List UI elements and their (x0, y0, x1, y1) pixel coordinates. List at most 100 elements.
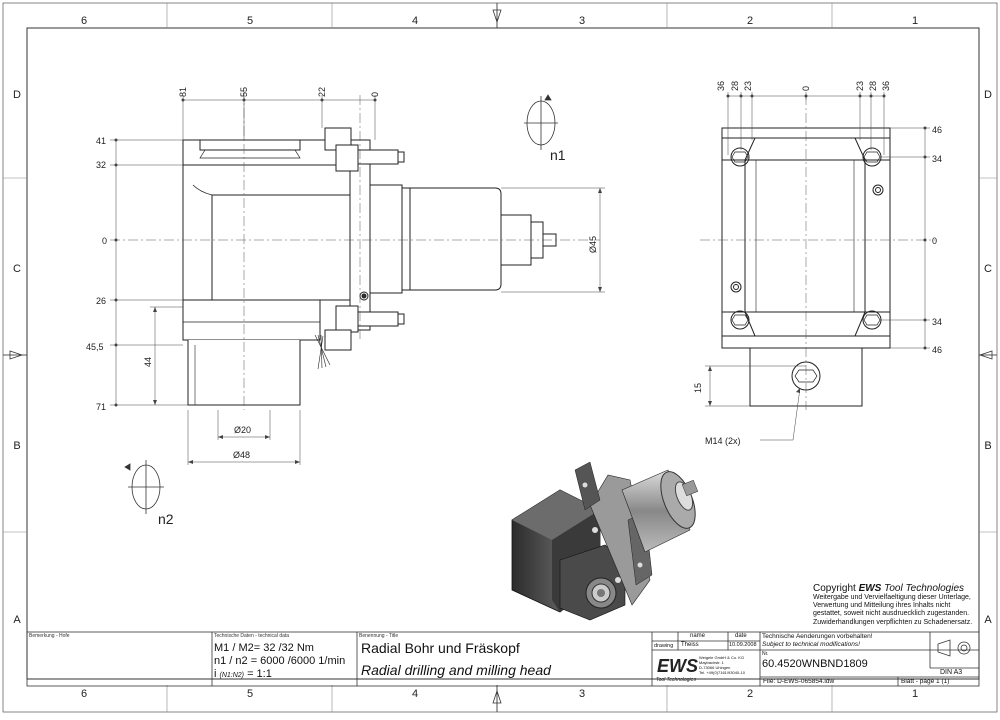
projection-symbol (937, 639, 971, 657)
company-line-3: D-73066 Uhingen (699, 665, 731, 670)
dim-side-top-22: 22 (317, 87, 327, 97)
dim-side-dia-48: Ø48 (233, 450, 250, 460)
copyright-brand: EWS (858, 583, 882, 594)
title-german: Radial Bohr und Fräskopf (361, 640, 520, 656)
tech-data-label: Technische Daten - technical data (214, 633, 290, 639)
file-name: File: D-EWS-065854.idw (763, 678, 835, 685)
dim-front-right-46b: 46 (932, 345, 942, 355)
dim-front-15: 15 (693, 383, 703, 393)
sheet-format: DIN A3 (940, 669, 963, 676)
row-label-left-D: D (13, 89, 21, 101)
col-label-top-2: 2 (747, 15, 753, 27)
rotation-label-n2: n2 (158, 511, 174, 527)
title-label: Benennung - Title (359, 633, 399, 639)
copyright-heading: Copyright EWS Tool Technologies (813, 583, 993, 594)
rotation-symbol-n2 (124, 460, 164, 514)
col-header-name: name (690, 633, 706, 639)
title-english: Radial drilling and milling head (361, 662, 551, 678)
col-label-bottom-6: 6 (81, 688, 87, 700)
col-label-top-3: 3 (579, 15, 585, 27)
dim-side-left-32: 32 (96, 160, 106, 170)
side-view-arrows (114, 98, 602, 464)
dim-front-right-46t: 46 (932, 125, 942, 135)
change-note-german: Technische Aenderungen vorbehalten! (762, 633, 873, 640)
dim-side-left-0: 0 (102, 236, 107, 246)
dim-front-top-28l: 28 (730, 81, 740, 91)
part-number: 60.4520WNBND1809 (762, 658, 868, 670)
dim-side-top-0: 0 (370, 92, 380, 97)
centering-marks (3, 3, 997, 712)
change-note-english: Subject to technical modifications! (762, 641, 860, 648)
dim-front-top-28r: 28 (868, 81, 878, 91)
col-label-bottom-3: 3 (579, 688, 585, 700)
isometric-render (511, 461, 699, 621)
callout-m14: M14 (2x) (705, 436, 741, 446)
tech-ratio-symbol: (N1:N2) (219, 672, 245, 679)
company-line-2: Maybachstr. 1 (699, 660, 724, 665)
row-label-right-A: A (984, 614, 992, 626)
col-header-date: date (735, 633, 747, 639)
row-label-drawing: drawing (654, 643, 674, 649)
dim-front-top-36l: 36 (716, 81, 726, 91)
remarks-label: Bemerkung - Hofe (29, 633, 70, 639)
dim-front-right-0: 0 (932, 236, 937, 246)
copyright-line-1: Weitergabe und Vervielfaeltigung dieser … (813, 594, 971, 601)
dim-side-left-45-5: 45,5 (86, 342, 104, 352)
col-label-top-1: 1 (912, 15, 918, 27)
copyright-line-2: Verwertung und Mitteilung ihres Inhalts … (813, 602, 951, 610)
company-line-4: Tel. +49(0)7161/93040-10 (699, 670, 745, 675)
title-block-grid (26, 631, 980, 687)
tech-speed: n1 / n2 = 6000 /6000 1/min (214, 655, 346, 667)
dim-side-left-26: 26 (96, 296, 106, 306)
col-label-bottom-4: 4 (412, 688, 418, 700)
ews-logo: EWS Tool Technologies (656, 656, 698, 683)
dim-front-top-0: 0 (801, 86, 811, 91)
col-label-bottom-2: 2 (747, 688, 753, 700)
col-label-bottom-5: 5 (247, 688, 253, 700)
copyright-line-4: Zuwiderhandlungen verpflichten zu Schade… (813, 618, 973, 626)
tech-ratio-prefix: i (214, 668, 220, 680)
drawer-name: Theiss (681, 642, 699, 648)
dim-side-dia-20: Ø20 (234, 425, 251, 435)
company-address: Weigele GmbH & Co. KG Maybachstr. 1 D-73… (699, 655, 745, 675)
row-label-right-D: D (984, 89, 992, 101)
tech-torque: M1 / M2= 32 /32 Nm (214, 642, 314, 654)
dim-side-left-71: 71 (96, 402, 106, 412)
row-label-right-B: B (984, 440, 991, 452)
rotation-symbol-n1 (524, 94, 558, 150)
front-view-arrows (708, 94, 927, 406)
col-label-bottom-1: 1 (912, 688, 918, 700)
logo-text: EWS (657, 656, 698, 676)
logo-subtext: Tool Technologies (656, 677, 696, 683)
col-label-top-6: 6 (81, 15, 87, 27)
drawer-date: 10.09.2008 (729, 642, 757, 648)
dim-side-top-55: 55 (239, 87, 249, 97)
rotation-label-n1: n1 (550, 147, 566, 163)
dim-side-left-41: 41 (96, 136, 106, 146)
page-number: Blatt - page 1 (1) (901, 678, 950, 685)
row-label-left-A: A (13, 614, 21, 626)
nr-label: Nr. (762, 651, 769, 657)
row-label-left-B: B (13, 440, 20, 452)
row-label-left-C: C (13, 263, 21, 275)
copyright-line-3: gestattet, soweit nicht ausdruecklich zu… (813, 610, 970, 618)
tech-ratio-value: = 1:1 (244, 668, 272, 680)
dim-front-top-23l: 23 (743, 81, 753, 91)
col-label-top-5: 5 (247, 15, 253, 27)
dim-side-dia-45: Ø45 (588, 236, 598, 253)
dim-side-top-81: 81 (178, 87, 188, 97)
copyright-brand-suffix: Tool Technologies (881, 583, 965, 594)
front-view-dimensions (705, 92, 930, 441)
dim-front-top-36r: 36 (881, 81, 891, 91)
dim-front-right-34t: 34 (932, 154, 942, 164)
side-view-dimensions (110, 95, 605, 465)
inner-frame (26, 27, 980, 680)
tech-ratio: i (N1:N2) = 1:1 (214, 668, 272, 680)
front-view-centerlines (700, 95, 935, 410)
row-label-right-C: C (984, 263, 992, 275)
copyright-notice: Copyright EWS Tool Technologies Weiterga… (813, 583, 993, 627)
company-line-1: Weigele GmbH & Co. KG (699, 655, 745, 660)
